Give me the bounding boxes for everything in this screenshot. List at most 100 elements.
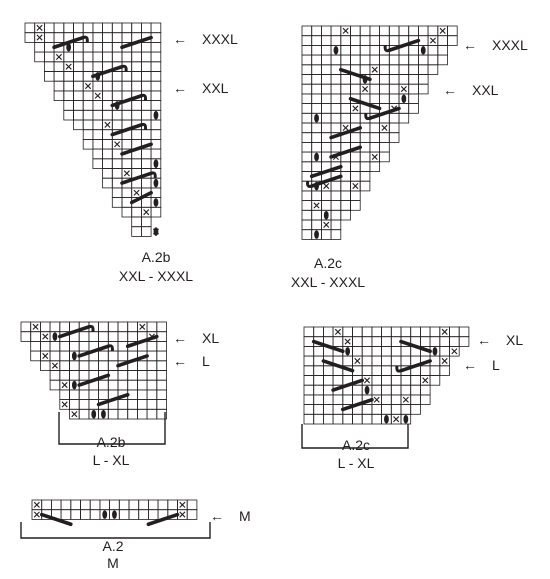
oval-symbol: [403, 414, 409, 424]
cable-symbol: [125, 334, 159, 349]
grid-cell: [311, 219, 322, 231]
cross-symbol: [42, 333, 49, 340]
grid-cell: [53, 71, 65, 82]
grid-cell: [388, 122, 400, 134]
grid-cell: [427, 45, 439, 56]
arrow-icon: ←: [210, 508, 224, 524]
grid-cell: [92, 51, 104, 63]
grid-cell: [63, 22, 74, 34]
grid-cell: [381, 345, 392, 357]
cable-symbol: [399, 359, 432, 373]
grid-cell: [150, 90, 162, 102]
grid-cell: [388, 74, 400, 85]
grid-cell: [369, 93, 380, 105]
grid-cell: [69, 370, 80, 381]
grid-cell: [107, 379, 119, 391]
grid-cell: [78, 360, 90, 371]
grid-cell: [136, 408, 148, 420]
cross-symbol: [71, 411, 78, 418]
grid-cell: [102, 109, 113, 121]
cross-symbol: [354, 357, 361, 364]
grid-cell: [127, 408, 138, 420]
grid-cell: [102, 148, 113, 160]
grid-cell: [447, 25, 458, 37]
grid-cell: [44, 32, 55, 43]
cross-symbol: [344, 338, 351, 345]
grid-cell: [320, 141, 332, 153]
grid-cell: [117, 331, 129, 342]
grid-cell: [379, 151, 390, 163]
grid-cell: [437, 54, 448, 66]
grid-cell: [24, 22, 36, 34]
chart-title: A.2: [102, 538, 124, 554]
grid-cell: [102, 51, 113, 63]
grid-cell: [131, 51, 142, 63]
oval-symbol: [71, 380, 77, 390]
grid-cell: [301, 141, 313, 153]
cable-hook-symbol: [395, 365, 402, 373]
grid-cell: [417, 25, 429, 37]
grid-cell: [69, 360, 80, 371]
grid-cell: [136, 379, 148, 391]
grid-cell: [73, 80, 84, 92]
oval-symbol: [112, 510, 117, 519]
grid-cell: [369, 122, 380, 134]
grid-cell: [127, 331, 138, 342]
grid-cell: [371, 384, 382, 396]
cross-symbol: [323, 221, 330, 228]
chart-title: A.2c: [341, 437, 370, 453]
cross-symbol: [313, 202, 320, 209]
cable-symbol: [91, 64, 124, 79]
grid-cell: [398, 54, 410, 66]
cable-symbol: [116, 354, 149, 368]
grid-cell: [102, 90, 113, 102]
cable-hook-symbol: [383, 45, 390, 53]
grid-cell: [73, 100, 84, 111]
grid-cell: [381, 384, 392, 396]
grid-cell: [381, 375, 392, 386]
grid-cell: [63, 51, 74, 63]
cross-symbol: [373, 396, 380, 403]
grid-cell: [102, 32, 113, 43]
grid-cell: [53, 80, 65, 92]
grid-cell: [303, 375, 315, 386]
grid-cell: [150, 51, 162, 63]
grid-cell: [111, 109, 123, 121]
grid-cell: [340, 180, 351, 192]
grid-cell: [98, 379, 109, 391]
grid-cell: [359, 35, 371, 46]
grid-cell: [117, 350, 129, 362]
cross-symbol: [65, 63, 72, 70]
cross-symbol: [362, 86, 369, 93]
oval-symbol: [153, 178, 159, 188]
grid-cell: [24, 32, 36, 43]
grid-cell: [398, 64, 410, 75]
grid-cell: [320, 64, 332, 75]
cross-symbol: [179, 511, 186, 518]
grid-cell: [320, 229, 332, 240]
grid-cell: [322, 365, 334, 376]
grid-cell: [350, 112, 361, 124]
grid-cell: [359, 64, 371, 75]
grid-cell: [419, 365, 431, 376]
grid-cell: [313, 365, 324, 376]
cable-symbol: [329, 145, 363, 159]
cable-symbol: [120, 35, 153, 50]
grid-cell: [82, 138, 94, 150]
cross-symbol: [451, 348, 458, 355]
size-marker-xxxl: XXXL: [492, 37, 528, 53]
grid-cell: [102, 22, 113, 34]
grid-cell: [350, 54, 361, 66]
grid-cell: [301, 229, 313, 240]
grid-cell: [379, 25, 390, 37]
grid-cell: [111, 119, 123, 131]
cable-symbol: [77, 344, 111, 358]
grid-cell: [359, 161, 371, 172]
grid-cell: [150, 148, 162, 160]
grid-cell: [70, 499, 81, 511]
grid-cell: [439, 365, 450, 376]
grid-cell: [118, 509, 130, 520]
grid-cell: [121, 51, 133, 63]
grid-cell: [111, 32, 123, 43]
grid-cell: [388, 83, 400, 95]
